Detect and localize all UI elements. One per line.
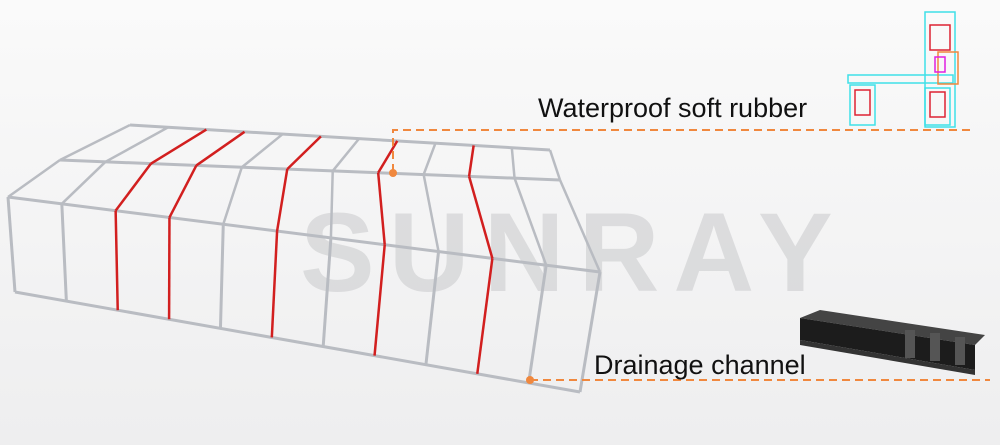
enclosure-frame-roof <box>422 174 440 252</box>
enclosure-frame-roof <box>241 133 284 169</box>
enclosure-rail <box>59 158 561 182</box>
drainage-marker <box>526 376 534 384</box>
enclosure-frame-roof <box>422 142 437 175</box>
enclosure-frame-roof <box>114 162 152 212</box>
enclosure-frame-roof <box>329 170 334 238</box>
enclosure-frame-roof <box>275 168 289 232</box>
enclosure-frame-roof <box>331 137 361 172</box>
enclosure-rail <box>14 290 581 394</box>
enclosure-frame-roof <box>377 140 399 174</box>
enclosure-frame-roof <box>222 166 244 225</box>
enclosure-frame-post <box>270 231 279 338</box>
enclosure-frame-post <box>373 244 386 356</box>
enclosure-rail <box>7 195 601 274</box>
drainage-channel-icon <box>800 310 985 375</box>
enclosure-frame-post <box>6 196 17 293</box>
enclosure-frame-roof <box>7 158 61 199</box>
drainage-channel-label: Drainage channel <box>594 350 806 380</box>
enclosure-frame-roof <box>60 160 107 205</box>
enclosure-frame-roof <box>150 128 208 165</box>
enclosure-frame-post <box>476 258 494 374</box>
waterproof-marker <box>389 169 397 177</box>
profile-section-icon <box>847 11 959 128</box>
enclosure-frames <box>6 123 602 394</box>
enclosure-frame-post <box>527 264 548 384</box>
enclosure-frame-post <box>218 224 225 329</box>
enclosure-frame-roof <box>558 179 602 273</box>
enclosure-frame-roof <box>513 177 548 266</box>
enclosure-frame-roof <box>548 149 562 181</box>
enclosure-frame-roof <box>59 123 131 162</box>
enclosure-frame-post <box>60 203 68 302</box>
enclosure-frame-roof <box>467 145 475 177</box>
enclosure-frame-roof <box>286 135 322 170</box>
enclosure-frame-roof <box>168 164 198 219</box>
enclosure-frame-post <box>321 237 333 347</box>
enclosure-frame-post <box>114 210 119 311</box>
waterproof-leader-line <box>392 129 975 172</box>
sunray-watermark: SUNRAY <box>300 190 847 315</box>
enclosure-frame-post <box>424 251 441 365</box>
enclosure-frame-roof <box>467 176 494 259</box>
enclosure-frame-roof <box>376 172 386 245</box>
enclosure-frame-roof <box>104 126 169 163</box>
enclosure-frame-roof <box>195 130 246 167</box>
enclosure-frame-roof <box>510 147 516 179</box>
enclosure-frame-post <box>578 271 602 393</box>
enclosure-rail <box>129 123 551 152</box>
waterproof-soft-rubber-label: Waterproof soft rubber <box>538 93 808 123</box>
